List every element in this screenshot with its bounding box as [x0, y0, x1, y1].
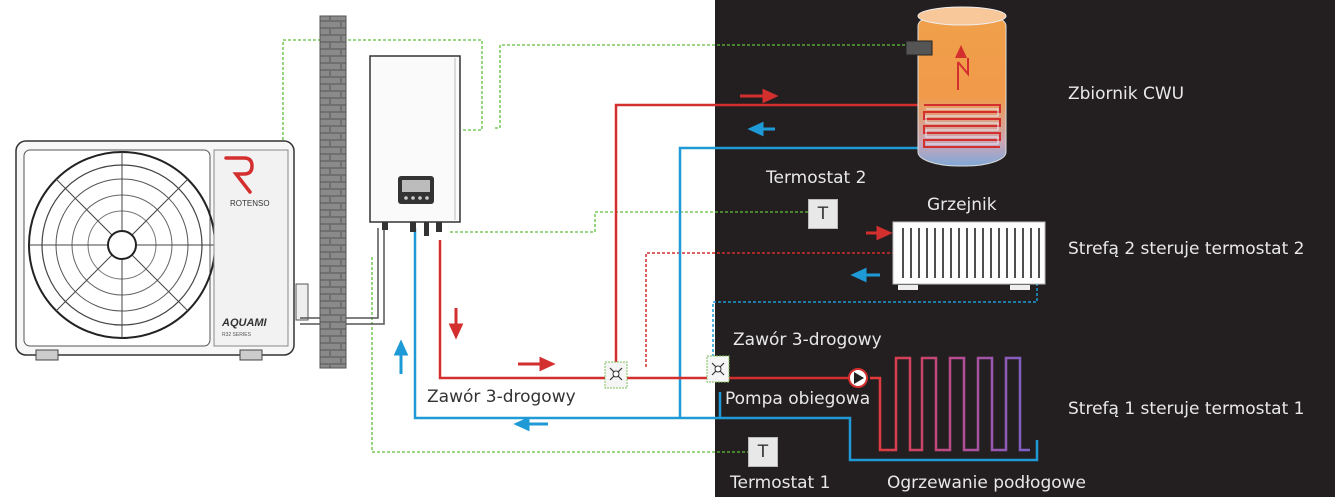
dhw-tank	[905, 6, 1007, 167]
thermostat-2-box: T	[808, 199, 838, 229]
three-way-valve-right	[706, 355, 730, 383]
flow-arrows	[393, 88, 893, 432]
radiator-hot-dashed	[645, 252, 893, 367]
label-floor-heating: Ogrzewanie podłogowe	[887, 473, 1086, 493]
cold-pipes	[413, 146, 1039, 462]
outdoor-brand-logo: ROTENSO	[230, 199, 270, 208]
label-zone-2: Strefą 2 steruje termostat 2	[1068, 239, 1305, 259]
label-dhw-tank: Zbiornik CWU	[1068, 84, 1185, 104]
outdoor-series-logo: AQUAMI	[221, 317, 268, 329]
indoor-unit	[369, 55, 461, 236]
label-valve-left: Zawór 3-drogowy	[427, 387, 576, 407]
circulation-pump	[848, 368, 868, 388]
label-pump: Pompa obiegowa	[725, 389, 871, 409]
label-zone-1: Strefą 1 steruje termostat 1	[1068, 399, 1305, 419]
label-thermostat-1: Termostat 1	[730, 473, 831, 493]
radiator	[892, 221, 1046, 290]
outdoor-unit: ROTENSO AQUAMI R32 SERIES	[15, 140, 309, 361]
label-thermostat-2: Termostat 2	[766, 168, 867, 188]
label-radiator: Grzejnik	[927, 195, 997, 215]
label-valve-right: Zawór 3-drogowy	[733, 330, 882, 350]
brick-wall	[319, 15, 347, 369]
radiator-cold-dashed	[712, 281, 1038, 367]
thermostat-1-box: T	[748, 437, 778, 467]
three-way-valve-left	[604, 361, 628, 389]
outdoor-series-sub: R32 SERIES	[222, 332, 252, 338]
floor-heating-coil	[870, 356, 1030, 452]
control-wiring	[282, 39, 905, 453]
